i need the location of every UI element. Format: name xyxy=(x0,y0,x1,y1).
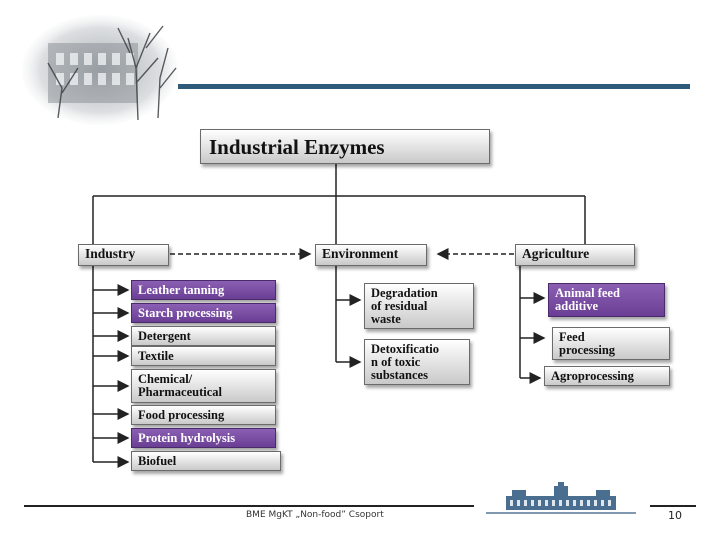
industry-item: Starch processing xyxy=(131,303,276,323)
industry-item: Food processing xyxy=(131,405,276,425)
industry-item: Biofuel xyxy=(131,451,281,471)
industry-item: Chemical/ Pharmaceutical xyxy=(131,369,276,403)
environment-item: Detoxificatio n of toxic substances xyxy=(364,339,470,385)
footer-text: BME MgKT „Non-food” Csoport xyxy=(246,510,384,520)
category-agriculture: Agriculture xyxy=(515,244,635,266)
footer-rule-right xyxy=(650,505,696,507)
environment-item: Degradation of residual waste xyxy=(364,283,474,329)
accent-bar xyxy=(178,84,690,89)
page-number: 10 xyxy=(668,509,682,522)
category-industry: Industry xyxy=(78,244,169,266)
industry-item: Detergent xyxy=(131,326,276,346)
industry-item: Leather tanning xyxy=(131,280,276,300)
agriculture-item: Agroprocessing xyxy=(544,366,670,386)
agriculture-item: Feed processing xyxy=(552,327,670,360)
category-environment: Environment xyxy=(315,244,427,266)
agriculture-item: Animal feed additive xyxy=(548,283,665,317)
footer-rule-left xyxy=(24,505,474,507)
diagram-title: Industrial Enzymes xyxy=(200,129,490,164)
building-photo-decoration xyxy=(22,15,178,125)
industry-item: Textile xyxy=(131,346,276,366)
university-logo xyxy=(486,482,636,514)
industry-item: Protein hydrolysis xyxy=(131,428,276,448)
